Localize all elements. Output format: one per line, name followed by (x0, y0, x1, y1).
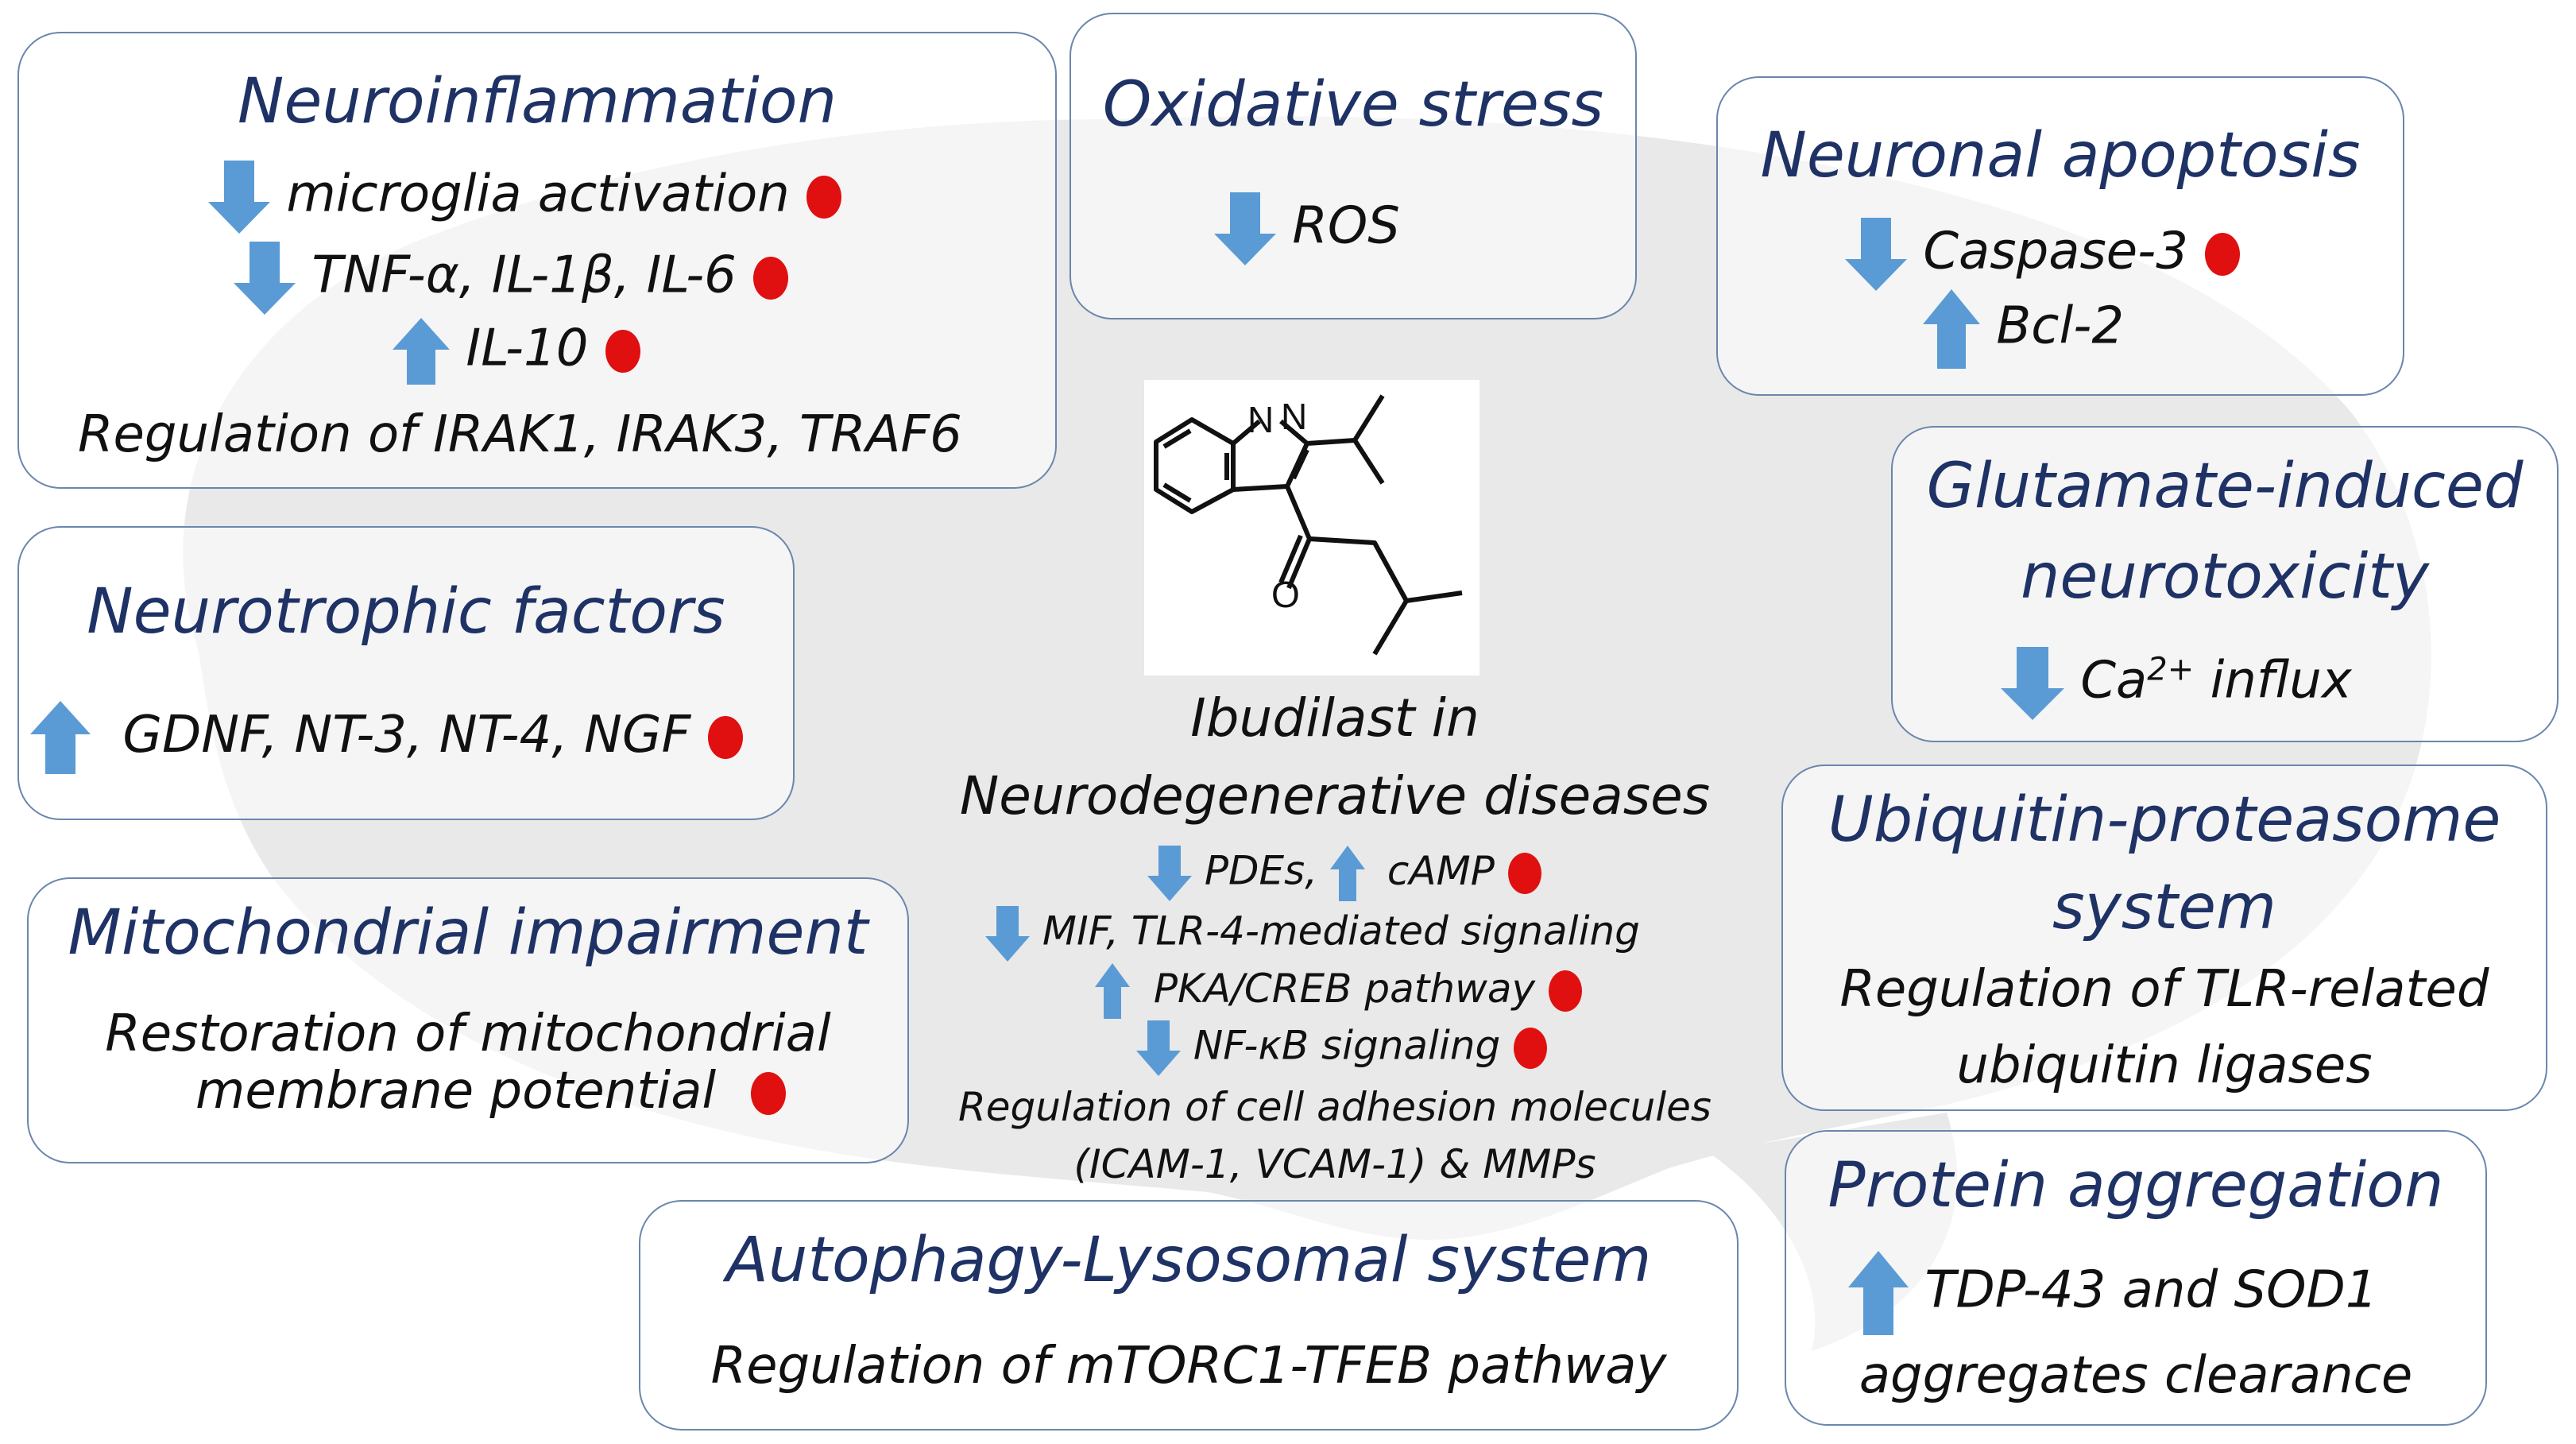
o-label: O (1271, 574, 1300, 615)
tdp43-text: TDP-43 and SOD1 (1924, 1260, 2378, 1320)
arrow-down-icon (1147, 846, 1192, 901)
neuronal-apoptosis-title: Neuronal apoptosis (1760, 120, 2361, 192)
red-dot-icon (1549, 970, 1583, 1012)
il10-line: IL-10 (393, 318, 641, 385)
arrow-up-icon (393, 318, 450, 385)
mif-text: MIF, TLR-4-mediated signaling (1042, 908, 1640, 954)
red-dot-icon (1514, 1028, 1548, 1069)
center-title-1: Ibudilast in (1190, 687, 1479, 749)
arrow-down-icon (1845, 218, 1907, 291)
cytokines-line: TNF-α, IL-1β, IL-6 (234, 242, 789, 315)
arrow-down-icon (985, 906, 1030, 962)
irak-line: Regulation of IRAK1, IRAK3, TRAF6 (78, 405, 962, 464)
mitochondrial-title: Mitochondrial impairment (68, 897, 868, 969)
arrow-up-icon (1923, 289, 1980, 369)
neurotrophic-title: Neurotrophic factors (87, 576, 725, 648)
ubiquitin-line-2: ubiquitin ligases (1956, 1036, 2373, 1095)
caspase-line: Caspase-3 (1845, 218, 2241, 291)
arrow-up-icon (1095, 963, 1130, 1019)
protein-aggregation-title: Protein aggregation (1828, 1150, 2444, 1221)
ubiquitin-title-2: system (2052, 872, 2276, 943)
oxidative-stress-box: Oxidative stress ROS (1069, 13, 1637, 319)
protein-line-2: aggregates clearance (1859, 1346, 2413, 1405)
mitochondrial-text-2: membrane potential (195, 1062, 717, 1121)
ros-text: ROS (1292, 196, 1400, 256)
il10-text: IL-10 (466, 319, 589, 378)
red-dot-icon (2205, 233, 2241, 276)
arrow-down-icon (2001, 647, 2064, 720)
n1-label: N (1247, 399, 1274, 440)
pka-text: PKA/CREB pathway (1153, 965, 1536, 1012)
arrow-down-icon (208, 161, 270, 234)
gdnf-line: GDNF, NT-3, NT-4, NGF (30, 701, 744, 774)
arrow-down-icon (234, 242, 296, 315)
mitochondrial-box: Mitochondrial impairment Restoration of … (27, 877, 909, 1163)
red-dot-icon (1507, 853, 1541, 894)
oxidative-stress-title: Oxidative stress (1102, 69, 1604, 141)
mitochondrial-line-2: membrane potential (195, 1063, 787, 1119)
arrow-up-icon (1848, 1251, 1909, 1335)
cytokines-text: TNF-α, IL-1β, IL-6 (311, 246, 737, 305)
calcium-influx: influx (2194, 651, 2352, 710)
ubiquitin-title-1: Ubiquitin-proteasome (1828, 784, 2501, 856)
neurotrophic-box: Neurotrophic factors GDNF, NT-3, NT-4, N… (17, 526, 795, 820)
center-title-2: Neurodegenerative diseases (959, 765, 1711, 827)
n2-label: N (1281, 396, 1307, 437)
caspase-text: Caspase-3 (1923, 222, 2188, 281)
autophagy-line: Regulation of mTORC1-TFEB pathway (710, 1337, 1667, 1396)
red-dot-icon (707, 716, 743, 759)
adhesion-line-1: Regulation of cell adhesion molecules (958, 1084, 1712, 1130)
mif-line: MIF, TLR-4-mediated signaling (985, 906, 1640, 962)
glutamate-title-1: Glutamate-induced (1926, 451, 2524, 522)
glutamate-box: Glutamate-induced neurotoxicity Ca2+ inf… (1891, 426, 2559, 742)
red-dot-icon (753, 257, 789, 300)
ibudilast-structure: N N O (1144, 380, 1479, 676)
arrow-down-icon (1214, 192, 1276, 265)
calcium-ca: Ca (2080, 651, 2148, 710)
red-dot-icon (605, 330, 640, 373)
protein-aggregation-box: Protein aggregation TDP-43 and SOD1 aggr… (1785, 1130, 2487, 1426)
calcium-line: Ca2+ influx (2001, 647, 2352, 720)
arrow-up-icon (30, 701, 91, 774)
autophagy-title: Autophagy-Lysosomal system (725, 1225, 1652, 1296)
red-dot-icon (750, 1072, 786, 1116)
bcl2-text: Bcl-2 (1996, 296, 2125, 356)
camp-text: cAMP (1387, 847, 1495, 894)
bcl2-line: Bcl-2 (1923, 289, 2124, 369)
tdp43-line: TDP-43 and SOD1 (1848, 1251, 2377, 1335)
neuroinflammation-box: Neuroinflammation microglia activation T… (17, 32, 1057, 489)
pka-line: PKA/CREB pathway (1095, 963, 1583, 1019)
red-dot-icon (806, 176, 842, 219)
ubiquitin-line-1: Regulation of TLR-related (1839, 960, 2489, 1019)
arrow-down-icon (1136, 1020, 1181, 1076)
gdnf-text: GDNF, NT-3, NT-4, NGF (122, 705, 691, 765)
nfkb-text: NF-κB signaling (1193, 1022, 1501, 1069)
microglia-text: microglia activation (286, 165, 790, 224)
ubiquitin-box: Ubiquitin-proteasome system Regulation o… (1781, 765, 2547, 1111)
microglia-line: microglia activation (208, 161, 842, 234)
autophagy-box: Autophagy-Lysosomal system Regulation of… (639, 1200, 1739, 1430)
ros-line: ROS (1214, 192, 1400, 265)
arrow-up-icon (1330, 846, 1365, 901)
nfkb-line: NF-κB signaling (1136, 1020, 1548, 1076)
neuronal-apoptosis-box: Neuronal apoptosis Caspase-3 Bcl-2 (1716, 76, 2404, 396)
adhesion-line-2: (ICAM-1, VCAM-1) & MMPs (1073, 1141, 1596, 1187)
pdes-text: PDEs, (1204, 847, 1318, 894)
mitochondrial-line-1: Restoration of mitochondrial (105, 1005, 831, 1063)
calcium-superscript: 2+ (2147, 651, 2195, 688)
pdes-line: PDEs, cAMP (1147, 846, 1542, 901)
glutamate-title-2: neurotoxicity (2020, 541, 2430, 613)
neuroinflammation-title: Neuroinflammation (237, 66, 837, 137)
